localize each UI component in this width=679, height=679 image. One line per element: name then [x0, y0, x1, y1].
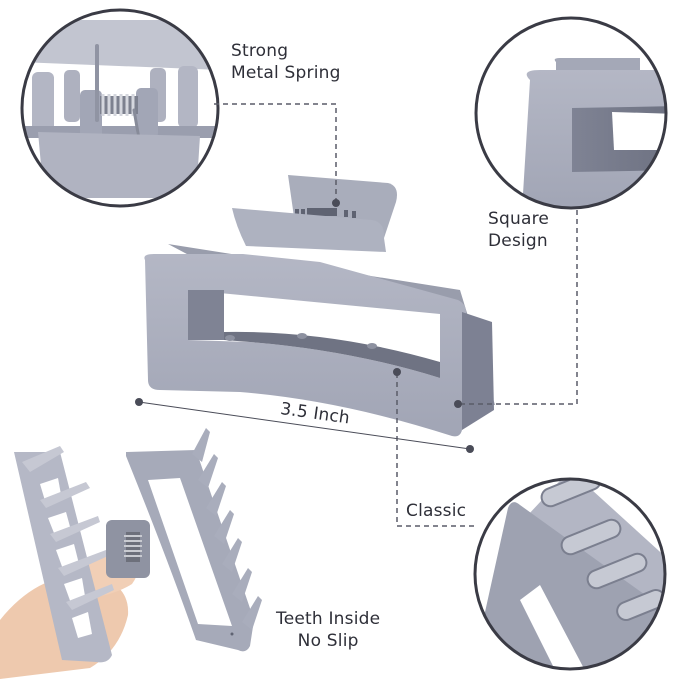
callout-spring-line1: Strong [231, 41, 289, 61]
callout-strong-metal-spring: Strong Metal Spring [231, 40, 341, 84]
callout-spring-line2: Metal Spring [231, 63, 341, 83]
square-closeup-circle [474, 16, 668, 210]
callout-teeth-inside: Teeth Inside No Slip [276, 608, 380, 652]
callout-square-line2: Design [488, 231, 548, 251]
callout-teeth-line1: Teeth Inside [276, 609, 381, 629]
callout-square-design: Square Design [488, 208, 549, 252]
teeth-closeup-circle [473, 477, 667, 671]
callout-square-line1: Square [488, 209, 550, 229]
hand-holding-clip-illustration [0, 428, 262, 679]
leader-dots [332, 199, 462, 408]
leader-lines [214, 103, 578, 527]
callout-teeth-line2: No Slip [297, 631, 359, 651]
callout-classic: Classic [406, 500, 466, 522]
spring-coil-small-icon [124, 532, 142, 562]
main-clip-illustration [144, 175, 495, 437]
spring-coil-icon [100, 94, 138, 116]
callout-classic-line1: Classic [406, 501, 467, 521]
dimension-line [135, 398, 474, 453]
spring-closeup-circle [20, 8, 220, 208]
